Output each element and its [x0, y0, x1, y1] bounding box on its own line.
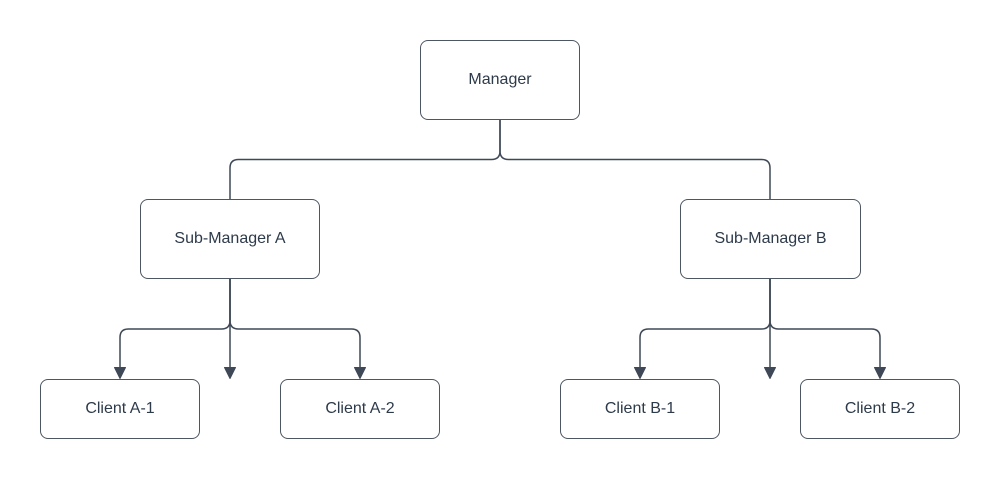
- node-label: Sub-Manager B: [714, 230, 827, 248]
- node-sub-manager-b[interactable]: Sub-Manager B: [680, 199, 861, 279]
- node-client-b1[interactable]: Client B-1: [560, 379, 720, 439]
- node-client-a1[interactable]: Client A-1: [40, 379, 200, 439]
- edge-sub-manager-a-to-client-a2[interactable]: [229, 279, 366, 379]
- edge-manager-to-sub-manager-b[interactable]: [499, 120, 776, 379]
- node-client-a2[interactable]: Client A-2: [280, 379, 440, 439]
- arrowhead-down-icon: [764, 367, 776, 379]
- node-sub-manager-a[interactable]: Sub-Manager A: [140, 199, 320, 279]
- edge-manager-to-sub-manager-a[interactable]: [224, 120, 501, 379]
- edge-sub-manager-b-to-client-b1[interactable]: [634, 279, 771, 379]
- node-label: Manager: [468, 71, 532, 89]
- node-label: Client B-2: [844, 400, 916, 418]
- arrowhead-down-icon: [114, 367, 126, 379]
- arrowhead-down-icon: [874, 367, 886, 379]
- edge-sub-manager-a-to-client-a1[interactable]: [114, 279, 231, 379]
- edge-sub-manager-b-to-client-b2[interactable]: [769, 279, 886, 379]
- arrowhead-down-icon: [224, 367, 236, 379]
- node-label: Client B-1: [604, 400, 676, 418]
- node-manager[interactable]: Manager: [420, 40, 580, 120]
- node-client-b2[interactable]: Client B-2: [800, 379, 960, 439]
- arrowhead-down-icon: [634, 367, 646, 379]
- node-label: Client A-1: [85, 400, 155, 418]
- node-label: Client A-2: [325, 400, 395, 418]
- node-label: Sub-Manager A: [174, 230, 286, 248]
- arrowhead-down-icon: [354, 367, 366, 379]
